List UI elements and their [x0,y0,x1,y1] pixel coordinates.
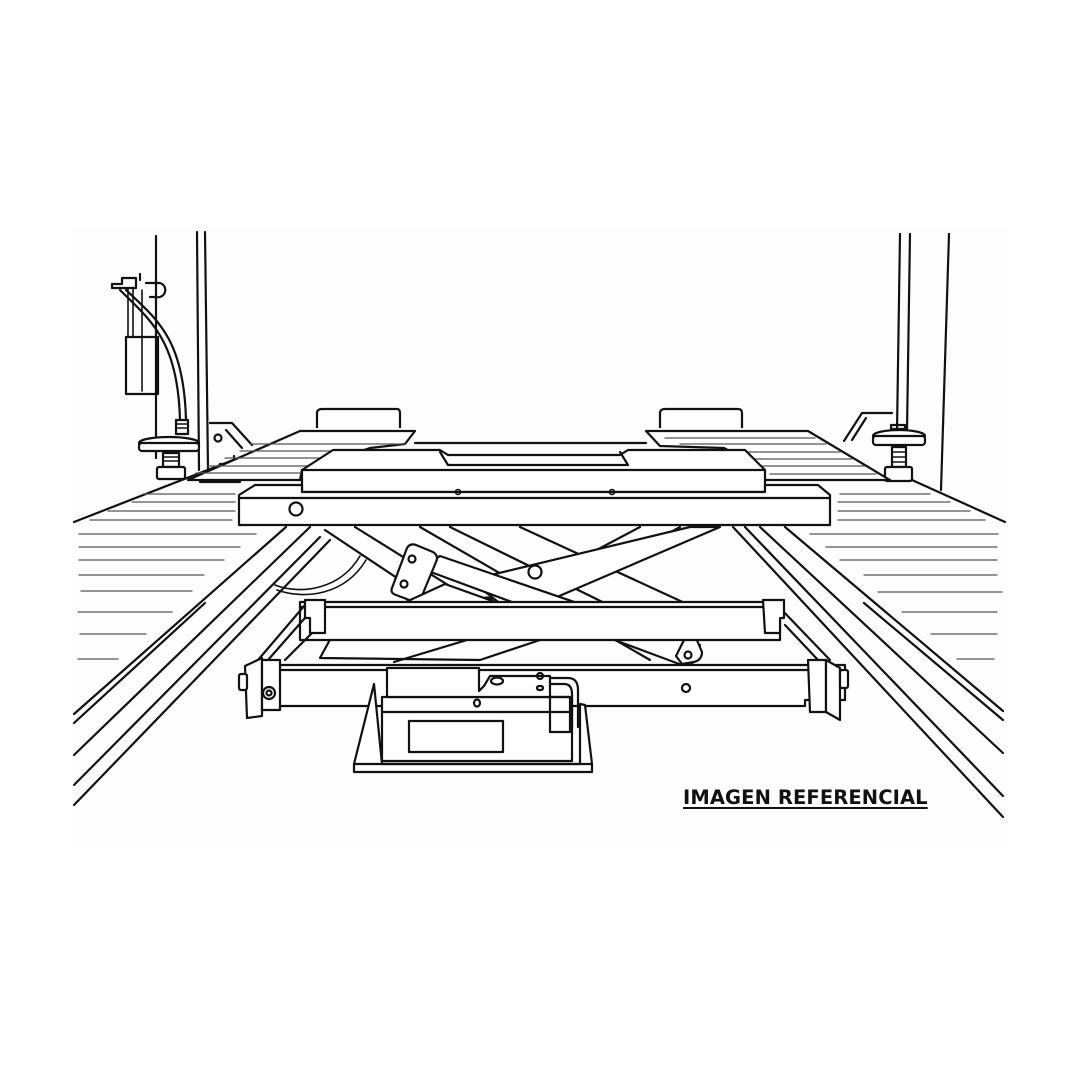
runway-plates [186,407,892,482]
right-post [842,232,951,492]
right-runway [731,478,1007,819]
left-post [110,230,254,481]
hydraulic-power-unit [352,666,594,774]
scissor-mechanism [274,525,722,670]
left-runway [72,432,332,807]
lift-platform [237,448,832,527]
reference-image-caption: IMAGEN REFERENCIAL [683,786,928,809]
